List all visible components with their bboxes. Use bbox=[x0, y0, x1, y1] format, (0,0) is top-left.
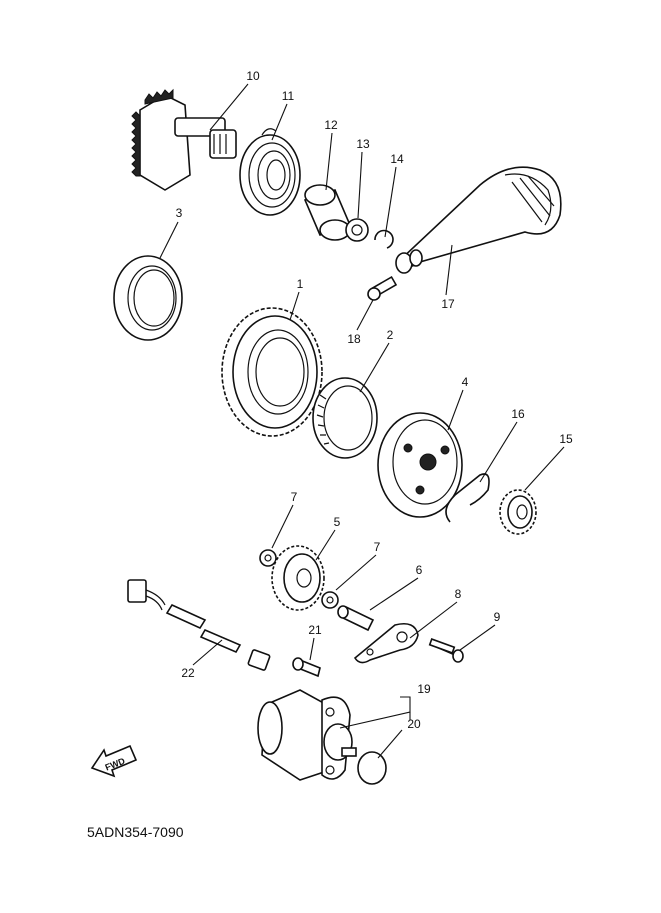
callout-7-upper: 7 bbox=[291, 490, 298, 504]
callout-22: 22 bbox=[181, 666, 195, 680]
callout-numbers: 10 11 12 13 14 3 17 1 18 2 4 16 15 7 5 7… bbox=[176, 69, 573, 731]
oil-seal bbox=[113, 255, 183, 341]
shaft-plate bbox=[353, 622, 419, 664]
callout-4: 4 bbox=[462, 375, 469, 389]
callout-10: 10 bbox=[246, 69, 260, 83]
callout-6: 6 bbox=[416, 563, 423, 577]
crank-bolt bbox=[367, 275, 398, 301]
callout-14: 14 bbox=[390, 152, 404, 166]
callout-9: 9 bbox=[494, 610, 501, 624]
motor-bolt bbox=[292, 657, 321, 678]
callout-5: 5 bbox=[334, 515, 341, 529]
callout-16: 16 bbox=[511, 407, 525, 421]
callout-12: 12 bbox=[324, 118, 338, 132]
callout-17: 17 bbox=[441, 297, 455, 311]
clip-16 bbox=[445, 473, 490, 523]
idle-gear bbox=[271, 545, 325, 611]
o-ring bbox=[357, 751, 387, 785]
callout-2: 2 bbox=[387, 328, 394, 342]
circlip-14 bbox=[374, 229, 394, 249]
starter-clutch bbox=[377, 412, 463, 518]
needle-bearing bbox=[312, 377, 378, 459]
callout-8: 8 bbox=[455, 587, 462, 601]
plate-screw bbox=[428, 638, 464, 663]
callout-7-lower: 7 bbox=[374, 540, 381, 554]
leader-lines bbox=[159, 83, 565, 759]
washer-13 bbox=[345, 218, 369, 242]
callout-15: 15 bbox=[559, 432, 573, 446]
starter-motor bbox=[257, 689, 357, 781]
washer-7-b bbox=[321, 591, 339, 609]
idle-gear-shaft bbox=[337, 605, 375, 632]
callout-20: 20 bbox=[407, 717, 421, 731]
kick-crank bbox=[395, 166, 562, 274]
callout-3: 3 bbox=[176, 206, 183, 220]
callout-13: 13 bbox=[356, 137, 370, 151]
starter-lead-wire bbox=[127, 579, 271, 671]
callout-18: 18 bbox=[347, 332, 361, 346]
callout-19: 19 bbox=[417, 682, 431, 696]
callout-11: 11 bbox=[282, 89, 295, 103]
kick-shaft-gear bbox=[131, 88, 237, 191]
callout-21: 21 bbox=[308, 623, 322, 637]
diagram-code: 5ADN354-7090 bbox=[87, 824, 184, 840]
starter-gear-small bbox=[499, 489, 537, 535]
washer-7-a bbox=[259, 549, 277, 567]
kick-collar bbox=[303, 184, 352, 241]
forward-arrow-icon: FWD bbox=[90, 744, 138, 778]
starter-wheel-gear bbox=[221, 307, 323, 437]
kick-spring bbox=[239, 128, 301, 216]
callout-1: 1 bbox=[297, 277, 304, 291]
